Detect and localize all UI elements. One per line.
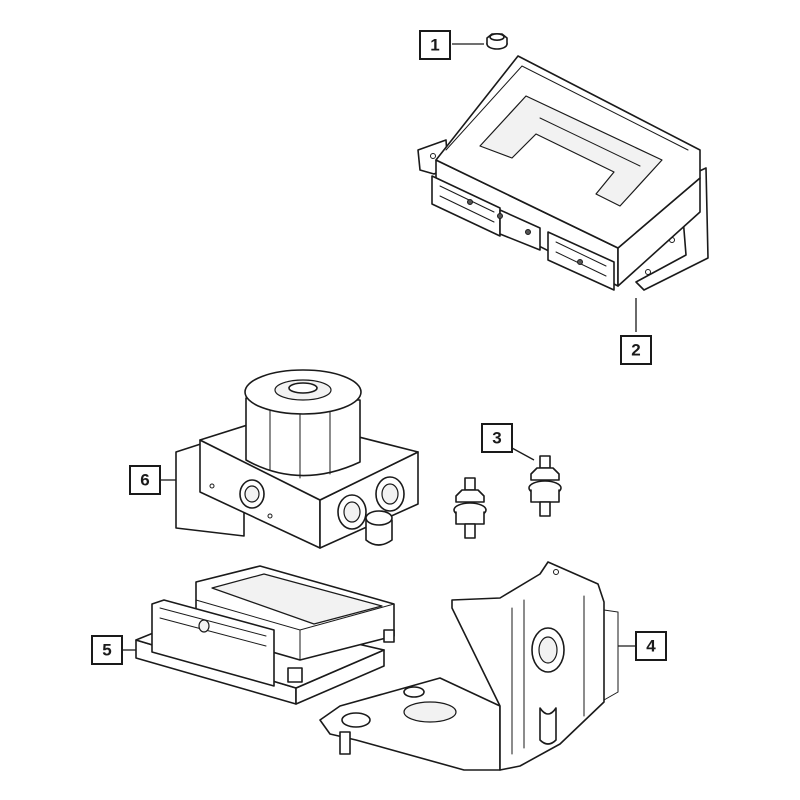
stud-left — [453, 477, 487, 539]
callout-1-label: 1 — [430, 36, 439, 55]
control-module — [417, 55, 709, 291]
hydraulic-unit — [175, 369, 419, 549]
callout-6-label: 6 — [140, 471, 149, 490]
leader-lines — [122, 43, 637, 651]
mounting-bracket — [319, 561, 619, 771]
abs-module — [135, 565, 395, 705]
callout-1: 1 — [419, 30, 451, 60]
nut — [486, 32, 508, 50]
callout-3: 3 — [481, 423, 513, 453]
callout-4: 4 — [635, 631, 667, 661]
callout-3-label: 3 — [492, 429, 501, 448]
callout-6: 6 — [129, 465, 161, 495]
callout-2-label: 2 — [631, 341, 640, 360]
callout-2: 2 — [620, 335, 652, 365]
stud-right — [528, 455, 562, 517]
callout-5: 5 — [91, 635, 123, 665]
callout-4-label: 4 — [646, 637, 656, 656]
callout-5-label: 5 — [102, 641, 111, 660]
